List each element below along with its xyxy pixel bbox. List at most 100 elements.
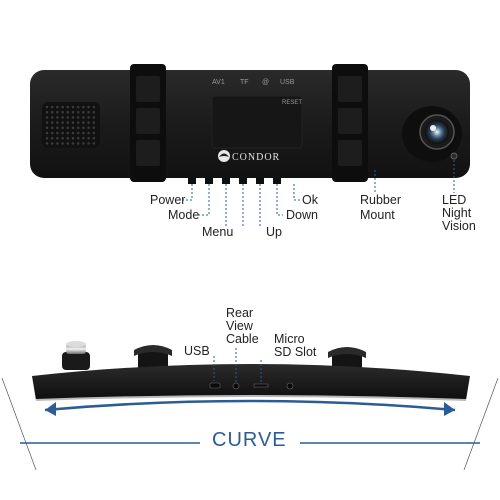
grille-hole	[56, 136, 59, 140]
speaker-grille	[42, 102, 100, 148]
callout-rear-line3: Cable	[226, 332, 259, 346]
grille-hole	[76, 131, 80, 135]
grille-hole	[76, 142, 80, 145]
button-row	[188, 178, 281, 184]
grille-hole	[66, 131, 70, 135]
grille-hole	[76, 121, 80, 124]
callout-led-night-vision: LED Night Vision	[442, 194, 476, 233]
callout-ok: Ok	[302, 193, 318, 207]
grille-hole	[45, 121, 49, 124]
callout-down: Down	[286, 208, 318, 222]
grille-hole	[76, 116, 80, 119]
grille-hole	[87, 105, 90, 109]
grille-hole	[66, 121, 70, 124]
grille-hole	[66, 136, 70, 140]
grille-hole	[56, 131, 59, 135]
grille-hole	[71, 136, 75, 140]
grille-hole	[71, 126, 75, 130]
grille-hole	[92, 142, 96, 145]
grille-hole	[66, 142, 70, 145]
grille-hole	[50, 136, 54, 140]
grille-hole	[92, 136, 96, 140]
port-label-mic: @	[262, 79, 270, 86]
grille-hole	[76, 110, 80, 114]
grille-hole	[66, 105, 70, 109]
grille-hole	[92, 121, 96, 124]
grille-hole	[82, 116, 85, 119]
grille-hole	[45, 142, 49, 145]
grille-hole	[71, 131, 75, 135]
grille-hole	[56, 142, 59, 145]
grille-hole	[50, 131, 54, 135]
grille-hole	[61, 136, 64, 140]
grille-hole	[50, 105, 54, 109]
callout-rubber-mount-line1: Rubber	[360, 193, 401, 207]
grille-hole	[87, 136, 90, 140]
grille-hole	[87, 110, 90, 114]
grille-hole	[45, 131, 49, 135]
port-label-usb: USB	[280, 79, 295, 86]
callout-mode: Mode	[168, 208, 200, 222]
grille-hole	[45, 110, 49, 114]
grille-hole	[56, 116, 59, 119]
callout-led-line3: Vision	[442, 219, 476, 233]
rubber-strap-left	[130, 64, 166, 182]
reset-label: RESET	[282, 100, 303, 106]
grille-hole	[87, 126, 90, 130]
brand-name: CONDOR	[232, 152, 281, 163]
grille-hole	[92, 126, 96, 130]
grille-hole	[66, 126, 70, 130]
callout-power: Power	[150, 193, 186, 207]
curved-mirror-body	[32, 364, 470, 400]
grille-hole	[45, 116, 49, 119]
curve-label: CURVE	[212, 429, 287, 451]
grille-hole	[92, 116, 96, 119]
grille-hole	[76, 136, 80, 140]
callout-led-line2: Night	[442, 206, 472, 220]
grille-hole	[61, 110, 64, 114]
grille-hole	[61, 131, 64, 135]
grille-hole	[45, 105, 49, 109]
grille-hole	[82, 110, 85, 114]
grille-hole	[45, 136, 49, 140]
grille-hole	[92, 105, 96, 109]
grille-hole	[50, 142, 54, 145]
callout-micro-sd: Micro SD Slot	[274, 333, 316, 359]
grille-hole	[56, 126, 59, 130]
grille-hole	[82, 126, 85, 130]
grille-hole	[56, 105, 59, 109]
grille-hole	[87, 121, 90, 124]
callout-rear-line2: View	[226, 319, 253, 333]
callout-sd-line2: SD Slot	[274, 345, 317, 359]
grille-hole	[50, 126, 54, 130]
grille-hole	[61, 116, 64, 119]
grille-hole	[82, 131, 85, 135]
label-panel	[211, 95, 303, 149]
grille-hole	[61, 126, 64, 130]
port-row	[209, 382, 294, 390]
callout-rear-line1: Rear	[226, 306, 254, 320]
grille-hole	[82, 105, 85, 109]
grille-hole	[82, 142, 85, 145]
grille-hole	[61, 121, 64, 124]
rear-camera-knob	[62, 341, 90, 370]
callout-lines-top	[178, 160, 455, 226]
callout-usb: USB	[184, 344, 210, 358]
grille-hole	[92, 110, 96, 114]
rubber-strap-right	[332, 64, 368, 182]
callout-rear-view-cable: Rear View Cable	[226, 307, 259, 346]
grille-hole	[87, 142, 90, 145]
callout-menu: Menu	[202, 225, 234, 239]
callout-sd-line1: Micro	[274, 332, 305, 346]
grille-hole	[61, 142, 64, 145]
port-label-tf: TF	[240, 79, 249, 86]
grille-hole	[61, 105, 64, 109]
grille-hole	[66, 110, 70, 114]
grille-hole	[82, 136, 85, 140]
grille-hole	[71, 142, 75, 145]
grille-hole	[92, 131, 96, 135]
grille-hole	[71, 121, 75, 124]
grille-hole	[87, 131, 90, 135]
callout-led-line1: LED	[442, 193, 467, 207]
